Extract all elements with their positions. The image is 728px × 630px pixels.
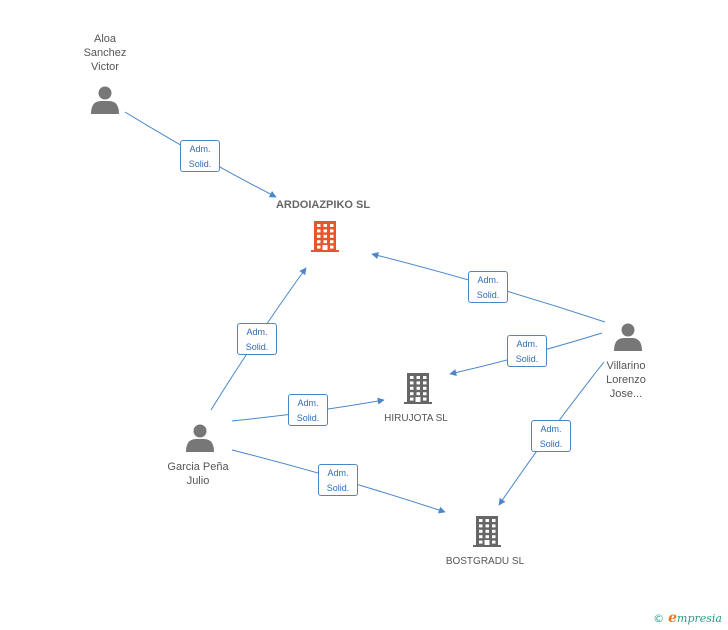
relation-label-garcia-bostgradu[interactable]: Adm. Solid. bbox=[318, 464, 358, 496]
relation-label-villarino-ardoiazpiko[interactable]: Adm. Solid. bbox=[468, 271, 508, 303]
person-icon[interactable] bbox=[614, 323, 642, 352]
person-name-aloa[interactable]: Aloa Sanchez Victor bbox=[83, 33, 127, 73]
company-name-ardoiazpiko[interactable]: ARDOIAZPIKO SL bbox=[275, 199, 371, 211]
brand-initial: e bbox=[668, 610, 678, 626]
relation-label-villarino-bostgradu[interactable]: Adm. Solid. bbox=[531, 420, 571, 452]
brand-logo[interactable]: ©empresia bbox=[653, 610, 722, 626]
copyright-symbol: © bbox=[653, 612, 665, 625]
relation-label-aloa-ardoiazpiko[interactable]: Adm. Solid. bbox=[180, 140, 220, 172]
person-icon[interactable] bbox=[91, 86, 119, 115]
company-name-hirujota[interactable]: HIRUJOTA SL bbox=[384, 413, 448, 424]
company-name-bostgradu[interactable]: BOSTGRADU SL bbox=[445, 556, 525, 567]
relation-label-villarino-hirujota[interactable]: Adm. Solid. bbox=[507, 335, 547, 367]
brand-name: mpresia bbox=[677, 612, 722, 625]
relation-label-garcia-ardoiazpiko[interactable]: Adm. Solid. bbox=[237, 323, 277, 355]
building-icon[interactable] bbox=[404, 373, 432, 404]
person-name-garcia[interactable]: Garcia Peña Julio bbox=[167, 461, 229, 487]
relation-label-garcia-hirujota[interactable]: Adm. Solid. bbox=[288, 394, 328, 426]
person-icon[interactable] bbox=[186, 424, 214, 453]
building-icon[interactable] bbox=[473, 516, 501, 547]
building-icon[interactable] bbox=[311, 221, 339, 252]
person-name-villarino[interactable]: Villarino Lorenzo Jose... bbox=[606, 360, 646, 400]
